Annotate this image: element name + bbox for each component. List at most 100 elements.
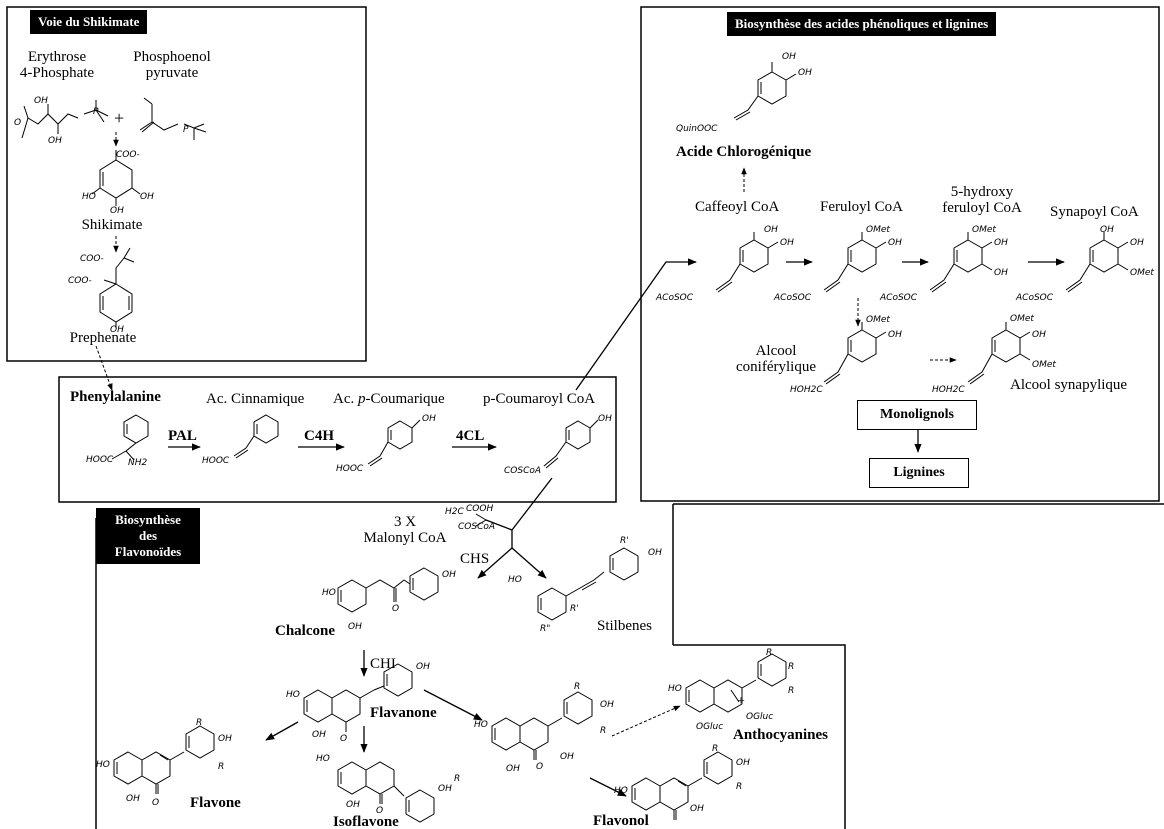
flavonol-structure	[631, 751, 733, 820]
enzyme-4cl: 4CL	[456, 428, 485, 444]
label-stilbenes: Stilbenes	[597, 618, 652, 634]
label-hydroxy-line1: 5-hydroxy	[950, 184, 1014, 200]
atom-oh: OH	[34, 96, 48, 106]
atom-hooc: HOOC	[202, 456, 230, 466]
atom-ho: HO	[322, 588, 336, 598]
label-pep: Phosphoenol pyruvate	[133, 49, 211, 81]
label-alcool-line1: Alcool	[755, 343, 797, 359]
atom-ogluc: OGluc	[696, 722, 724, 732]
atom-omet: OMet	[866, 315, 890, 325]
atom-oh: OH	[560, 752, 574, 762]
atom-omet: OMet	[972, 225, 996, 235]
label-erythrose-line1: Erythrose	[27, 49, 87, 65]
atom-omet: OMet	[1032, 360, 1056, 370]
atom-ho: HO	[286, 690, 300, 700]
phenolic-region-frame	[640, 6, 1160, 502]
anthocyanin-structure	[685, 653, 787, 713]
label-malonyl-coa: 3 X Malonyl CoA	[364, 514, 447, 546]
atom-oh: OH	[1032, 330, 1046, 340]
prephenate-structure	[99, 247, 135, 328]
atom-oh: OH	[422, 414, 436, 424]
atom-cooh: COOH	[466, 504, 494, 514]
atom-oh: OH	[1100, 225, 1114, 235]
label-chalcone: Chalcone	[275, 623, 335, 639]
atom-nh2: NH2	[128, 458, 148, 468]
atom-r-prime: R'	[570, 604, 579, 614]
atom-oh: OH	[416, 662, 430, 672]
erythrose-structure	[21, 100, 109, 139]
branch-to-phenolic	[575, 258, 697, 391]
atom-oh: OH	[782, 52, 796, 62]
atom-coo-minus: COO-	[68, 276, 92, 286]
enzyme-chi: CHI	[370, 656, 396, 672]
atom-oh: OH	[600, 700, 614, 710]
label-caffeoyl-coa: Caffeoyl CoA	[695, 199, 780, 215]
enzyme-chs: CHS	[460, 551, 490, 567]
atom-r: R	[574, 682, 581, 692]
atom-acosoc: ACoSOC	[880, 293, 918, 303]
arrow-to-phenylalanine	[95, 345, 113, 391]
label-alcool-coniferylique: Alcool coniférylique	[736, 343, 816, 375]
enzyme-pal: PAL	[168, 428, 197, 444]
atom-quinooc: QuinOOC	[676, 124, 718, 134]
atom-oh: OH	[648, 548, 662, 558]
label-flavonol: Flavonol	[593, 813, 649, 829]
atom-oh: OH	[888, 330, 902, 340]
flavone-structure	[113, 725, 215, 794]
atom-o: O	[376, 806, 384, 816]
header-phenolic: Biosynthèse des acides phénoliques et li…	[727, 12, 997, 36]
header-flavonoids-line1: Biosynthèse	[115, 512, 181, 527]
arrow-to-flavone	[265, 721, 299, 741]
atom-r: R	[218, 762, 225, 772]
atom-coscoa: COSCoA	[458, 522, 496, 532]
label-alcool-line2: coniférylique	[736, 359, 816, 375]
atom-acosoc: ACoSOC	[656, 293, 694, 303]
atom-ho: HO	[668, 684, 682, 694]
atom-ho: HO	[96, 760, 110, 770]
atom-ho: HO	[474, 720, 488, 730]
label-flavone: Flavone	[190, 795, 241, 811]
label-erythrose: Erythrose 4-Phosphate	[20, 49, 94, 81]
atom-r: R	[788, 662, 795, 672]
arrow-to-stilbenes	[511, 547, 547, 579]
atom-acosoc: ACoSOC	[1016, 293, 1054, 303]
atom-oh: OH	[994, 238, 1008, 248]
cinnamic-structure	[233, 414, 279, 459]
label-anthocyanines: Anthocyanines	[733, 727, 829, 743]
atom-ogluc: OGluc	[746, 712, 774, 722]
pep-structure	[139, 97, 207, 140]
coumaric-structure	[367, 419, 421, 467]
label-hydroxy-line2: feruloyl CoA	[942, 200, 1022, 216]
label-pep-line2: pyruvate	[145, 65, 199, 81]
label-coumaric-p: p	[358, 391, 366, 407]
atom-r: R	[788, 686, 795, 696]
feruloyl-structure	[823, 232, 887, 293]
label-feruloyl-coa: Feruloyl CoA	[820, 199, 903, 215]
atom-o: O	[536, 762, 544, 772]
label-erythrose-line2: 4-Phosphate	[19, 65, 95, 81]
label-pep-line1: Phosphoenol	[133, 49, 211, 65]
atom-oh: OH	[312, 730, 326, 740]
atom-p: P	[183, 125, 189, 135]
atom-oh: OH	[764, 225, 778, 235]
isoflavone-structure	[337, 761, 435, 823]
atom-acosoc: ACoSOC	[774, 293, 812, 303]
atom-r: R	[600, 726, 607, 736]
atom-oh: OH	[598, 414, 612, 424]
atom-ho: HO	[82, 192, 96, 202]
dihydroflavonol-structure	[491, 691, 593, 760]
atom-oh: OH	[1130, 238, 1144, 248]
atom-oh: OH	[506, 764, 520, 774]
chlorogenic-structure	[733, 62, 797, 121]
arrow-to-dihydroflavonol	[423, 689, 483, 721]
arrow-to-anthocyanines	[611, 705, 681, 737]
atom-hoh2c: HOH2C	[932, 385, 965, 395]
atom-r-prime: R'	[620, 536, 629, 546]
enzyme-c4h: C4H	[304, 428, 334, 444]
label-malonyl-line1: 3 X	[393, 514, 417, 530]
atom-p: P	[93, 107, 99, 117]
atom-oh: OH	[346, 800, 360, 810]
shikimate-region-frame	[6, 6, 367, 362]
atom-oh: OH	[48, 136, 62, 146]
